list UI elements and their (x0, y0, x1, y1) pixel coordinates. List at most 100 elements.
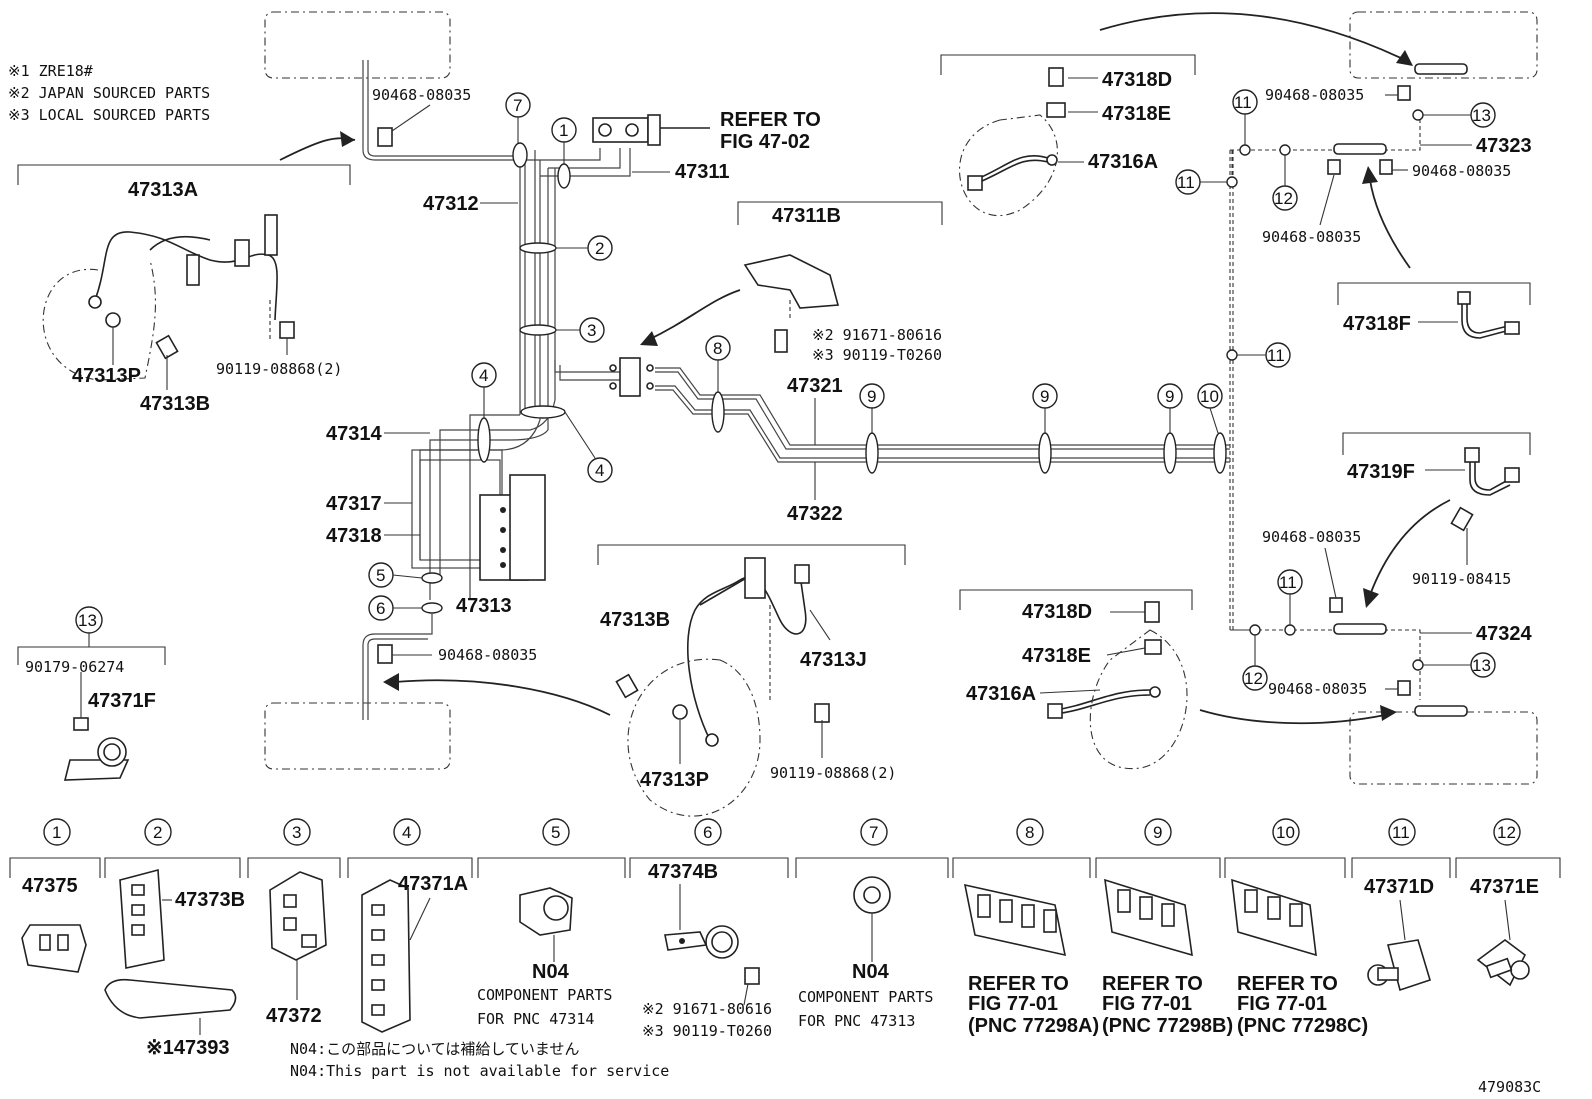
label-47313P-mid: 47313P (640, 769, 709, 791)
callout-11-b: 11 (1177, 173, 1195, 192)
clip-3-part: 47372 (266, 1005, 322, 1027)
clip-7-marker (512, 142, 528, 168)
label-47324: 47324 (1476, 623, 1532, 645)
label-47314: 47314 (326, 423, 382, 445)
clip-4-marker-a (520, 405, 566, 419)
callout-4-b: 4 (595, 461, 604, 480)
label-47313B-mid: 47313B (600, 609, 670, 631)
label-90468-08035-right-a: 90468-08035 (1412, 162, 1511, 180)
callout-3: 3 (587, 321, 596, 340)
bracket-47311B-group: 47311B ※2 91671-80616 ※3 90119-T0260 (640, 201, 943, 364)
label-47313A: 47313A (128, 179, 198, 201)
label-90468-08035-right-d: 90468-08035 (1268, 680, 1367, 698)
clip-6-sub1: ※2 91671-80616 (642, 1000, 772, 1018)
clip-10-sub2: (PNC 77298C) (1237, 1015, 1368, 1037)
label-90468-08035-top-right: 90468-08035 (1265, 86, 1364, 104)
label-90468-08035-right-c: 90468-08035 (1262, 528, 1361, 546)
clip-num-4: 4 (402, 823, 411, 842)
callout-5: 5 (376, 566, 385, 585)
abs-actuator (479, 474, 546, 581)
label-90119-08415: 90119-08415 (1412, 570, 1511, 588)
vehicle-frame-bottom-right (1349, 711, 1538, 785)
vehicle-frame-top-left (264, 11, 451, 79)
callout-4-a: 4 (479, 366, 488, 385)
clip-2-extra: ※147393 (146, 1037, 230, 1059)
label-47318E-bottom: 47318E (1022, 645, 1091, 667)
hose-47318F-group: 47318F (1337, 282, 1531, 339)
callout-11-c: 11 (1267, 346, 1285, 365)
clip-num-5: 5 (551, 823, 560, 842)
label-47323: 47323 (1476, 135, 1532, 157)
label-47311: 47311 (675, 161, 730, 183)
clip-num-1: 1 (52, 823, 61, 842)
clip-4-part: 47371A (398, 873, 468, 895)
label-90468-08035-bottom-left: 90468-08035 (438, 646, 537, 664)
label-47313: 47313 (456, 595, 512, 617)
label-47317: 47317 (326, 493, 382, 515)
label-47313J: 47313J (800, 649, 867, 671)
note-1: ※1 ZRE18# (8, 62, 93, 80)
label-90179-06274: 90179-06274 (25, 658, 124, 676)
callout-9-c: 9 (1165, 387, 1174, 406)
label-90119-08868-mid: 90119-08868(2) (770, 764, 896, 782)
label-47316A-bottom: 47316A (966, 683, 1036, 705)
clip-9-sub2: (PNC 77298B) (1102, 1015, 1233, 1037)
clip-num-11: 11 (1392, 823, 1410, 842)
clip-num-12: 12 (1497, 823, 1516, 842)
callout-13-b: 13 (1472, 656, 1491, 675)
pipe-bottom-left (362, 614, 433, 720)
callout-8: 8 (713, 339, 722, 358)
clip-1-part: 47375 (22, 875, 78, 897)
label-47319F: 47319F (1347, 461, 1415, 483)
clip-9-marker-b (1038, 432, 1052, 474)
callout-9-a: 9 (867, 387, 876, 406)
callout-12-b: 12 (1244, 669, 1263, 688)
figure-id: 479083C (1478, 1078, 1541, 1096)
label-47312: 47312 (423, 193, 479, 215)
label-91671-80616-a: ※2 91671-80616 (812, 326, 942, 344)
main-pipe-bundle (411, 114, 710, 600)
clip-1-marker (557, 163, 571, 189)
clip-3-marker (519, 324, 557, 336)
label-47322: 47322 (787, 503, 843, 525)
clip-9-marker-a (865, 432, 879, 474)
callout-13-c: 13 (78, 611, 97, 630)
clip-5-sub2: FOR PNC 47314 (477, 1010, 594, 1028)
label-47313B-left: 47313B (140, 393, 210, 415)
clip-num-9: 9 (1153, 823, 1162, 842)
callout-10: 10 (1200, 387, 1219, 406)
callout-11-d: 11 (1279, 573, 1297, 592)
clip-90468-bottom-left (377, 644, 393, 664)
clip-6-marker (421, 602, 443, 614)
clip-5-part: N04 (532, 961, 570, 983)
callout-7: 7 (513, 96, 522, 115)
clip-8-marker (711, 391, 725, 433)
callout-6: 6 (376, 599, 385, 618)
clip-7-part: N04 (852, 961, 890, 983)
clip-2-marker (519, 242, 557, 254)
label-90119-T0260-a: ※3 90119-T0260 (812, 346, 942, 364)
note-2: ※2 JAPAN SOURCED PARTS (8, 84, 210, 102)
clip-11-part: 47371D (1364, 876, 1434, 898)
label-47371F: 47371F (88, 690, 156, 712)
label-90119-08868-left: 90119-08868(2) (216, 360, 342, 378)
clip-6-part: 47374B (648, 861, 718, 883)
arrow-right-up (1369, 179, 1411, 269)
clip-num-3: 3 (292, 823, 301, 842)
hose-47319F-group: 47319F 90119-08415 (1342, 432, 1531, 608)
label-90468-08035-top-left: 90468-08035 (372, 86, 471, 104)
label-47321: 47321 (787, 375, 843, 397)
clip-num-8: 8 (1025, 823, 1034, 842)
clip-num-2: 2 (153, 823, 162, 842)
clip-2-part: 47373B (175, 889, 245, 911)
footer-n04-en: N04:This part is not available for servi… (290, 1062, 669, 1080)
clip-9-marker-c (1163, 432, 1177, 474)
clip-7-sub1: COMPONENT PARTS (798, 988, 933, 1006)
clip-8-sub2: (PNC 77298A) (968, 1015, 1099, 1037)
clip-12-part: 47371E (1470, 876, 1539, 898)
clip-catalogue: 1 2 3 4 5 6 7 8 9 10 11 12 47375 47373B … (9, 818, 1561, 1059)
label-47318E-top: 47318E (1102, 103, 1171, 125)
clip-10-part: REFER TO (1237, 973, 1338, 995)
clip-8-sub1: FIG 77-01 (968, 993, 1058, 1015)
